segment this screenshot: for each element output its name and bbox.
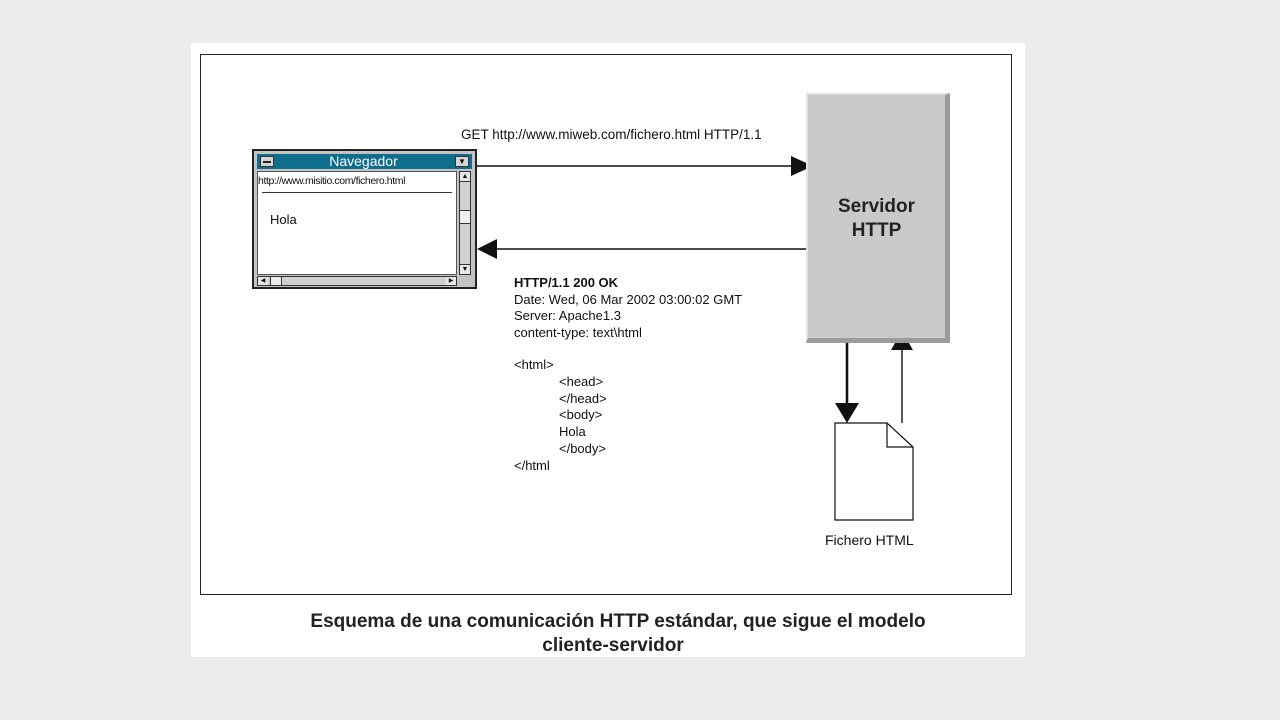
scroll-down-icon[interactable]: ▼ <box>460 264 470 274</box>
diagram-frame: Navegador ▼ http://www.misitio.com/fiche… <box>200 54 1012 595</box>
response-arrowhead <box>477 239 497 259</box>
server-label-line2: HTTP <box>851 220 902 241</box>
response-headers: HTTP/1.1 200 OK Date: Wed, 06 Mar 2002 0… <box>514 275 742 341</box>
code-line: </head> <box>559 390 607 406</box>
vertical-scrollbar[interactable]: ▲ ▼ <box>459 171 471 275</box>
scroll-thumb[interactable] <box>460 210 470 224</box>
code-line: <head> <box>559 373 604 389</box>
arrows-layer <box>477 156 914 521</box>
scroll-up-icon[interactable]: ▲ <box>460 172 470 182</box>
down-arrowhead <box>835 403 859 423</box>
scroll-right-icon[interactable]: ▶ <box>446 277 456 285</box>
caption-line2: cliente-servidor <box>542 635 684 656</box>
window-menu-icon[interactable] <box>260 156 274 167</box>
browser-titlebar: Navegador ▼ <box>257 154 472 169</box>
url-divider <box>262 192 452 193</box>
server-label: Servidor HTTP <box>808 195 945 243</box>
browser-content: http://www.misitio.com/fichero.html Hola <box>257 171 457 275</box>
html-file-icon <box>834 422 914 521</box>
browser-title: Navegador <box>329 153 398 169</box>
code-line: <body> <box>559 407 603 423</box>
server-label-line1: Servidor <box>837 196 916 217</box>
browser-window: Navegador ▼ http://www.misitio.com/fiche… <box>252 149 477 289</box>
browser-url: http://www.misitio.com/fichero.html <box>258 175 406 187</box>
response-date: Date: Wed, 06 Mar 2002 03:00:02 GMT <box>514 291 743 307</box>
request-arrowhead <box>791 156 813 176</box>
slide: Navegador ▼ http://www.misitio.com/fiche… <box>191 43 1025 657</box>
response-status: HTTP/1.1 200 OK <box>514 275 619 290</box>
response-body: <html> <head> </head> <body> Hola </body… <box>514 357 607 475</box>
code-line: <html> <box>514 357 554 372</box>
request-line: GET http://www.miweb.com/fichero.html HT… <box>461 127 762 142</box>
file-label: Fichero HTML <box>825 532 914 548</box>
hscroll-thumb[interactable] <box>270 277 282 285</box>
minimize-icon[interactable]: ▼ <box>455 156 469 167</box>
scroll-left-icon[interactable]: ◀ <box>258 277 268 285</box>
code-line: Hola <box>559 424 586 440</box>
http-server-box: Servidor HTTP <box>806 93 950 343</box>
browser-page-text: Hola <box>270 212 297 227</box>
code-line: </body> <box>559 440 606 456</box>
caption-line1: Esquema de una comunicación HTTP estánda… <box>310 611 926 632</box>
horizontal-scrollbar[interactable]: ◀ ▶ <box>257 276 457 286</box>
response-server: Server: Apache1.3 <box>514 308 621 323</box>
response-content-type: content-type: text\html <box>514 324 642 340</box>
code-line: </html <box>514 457 550 473</box>
